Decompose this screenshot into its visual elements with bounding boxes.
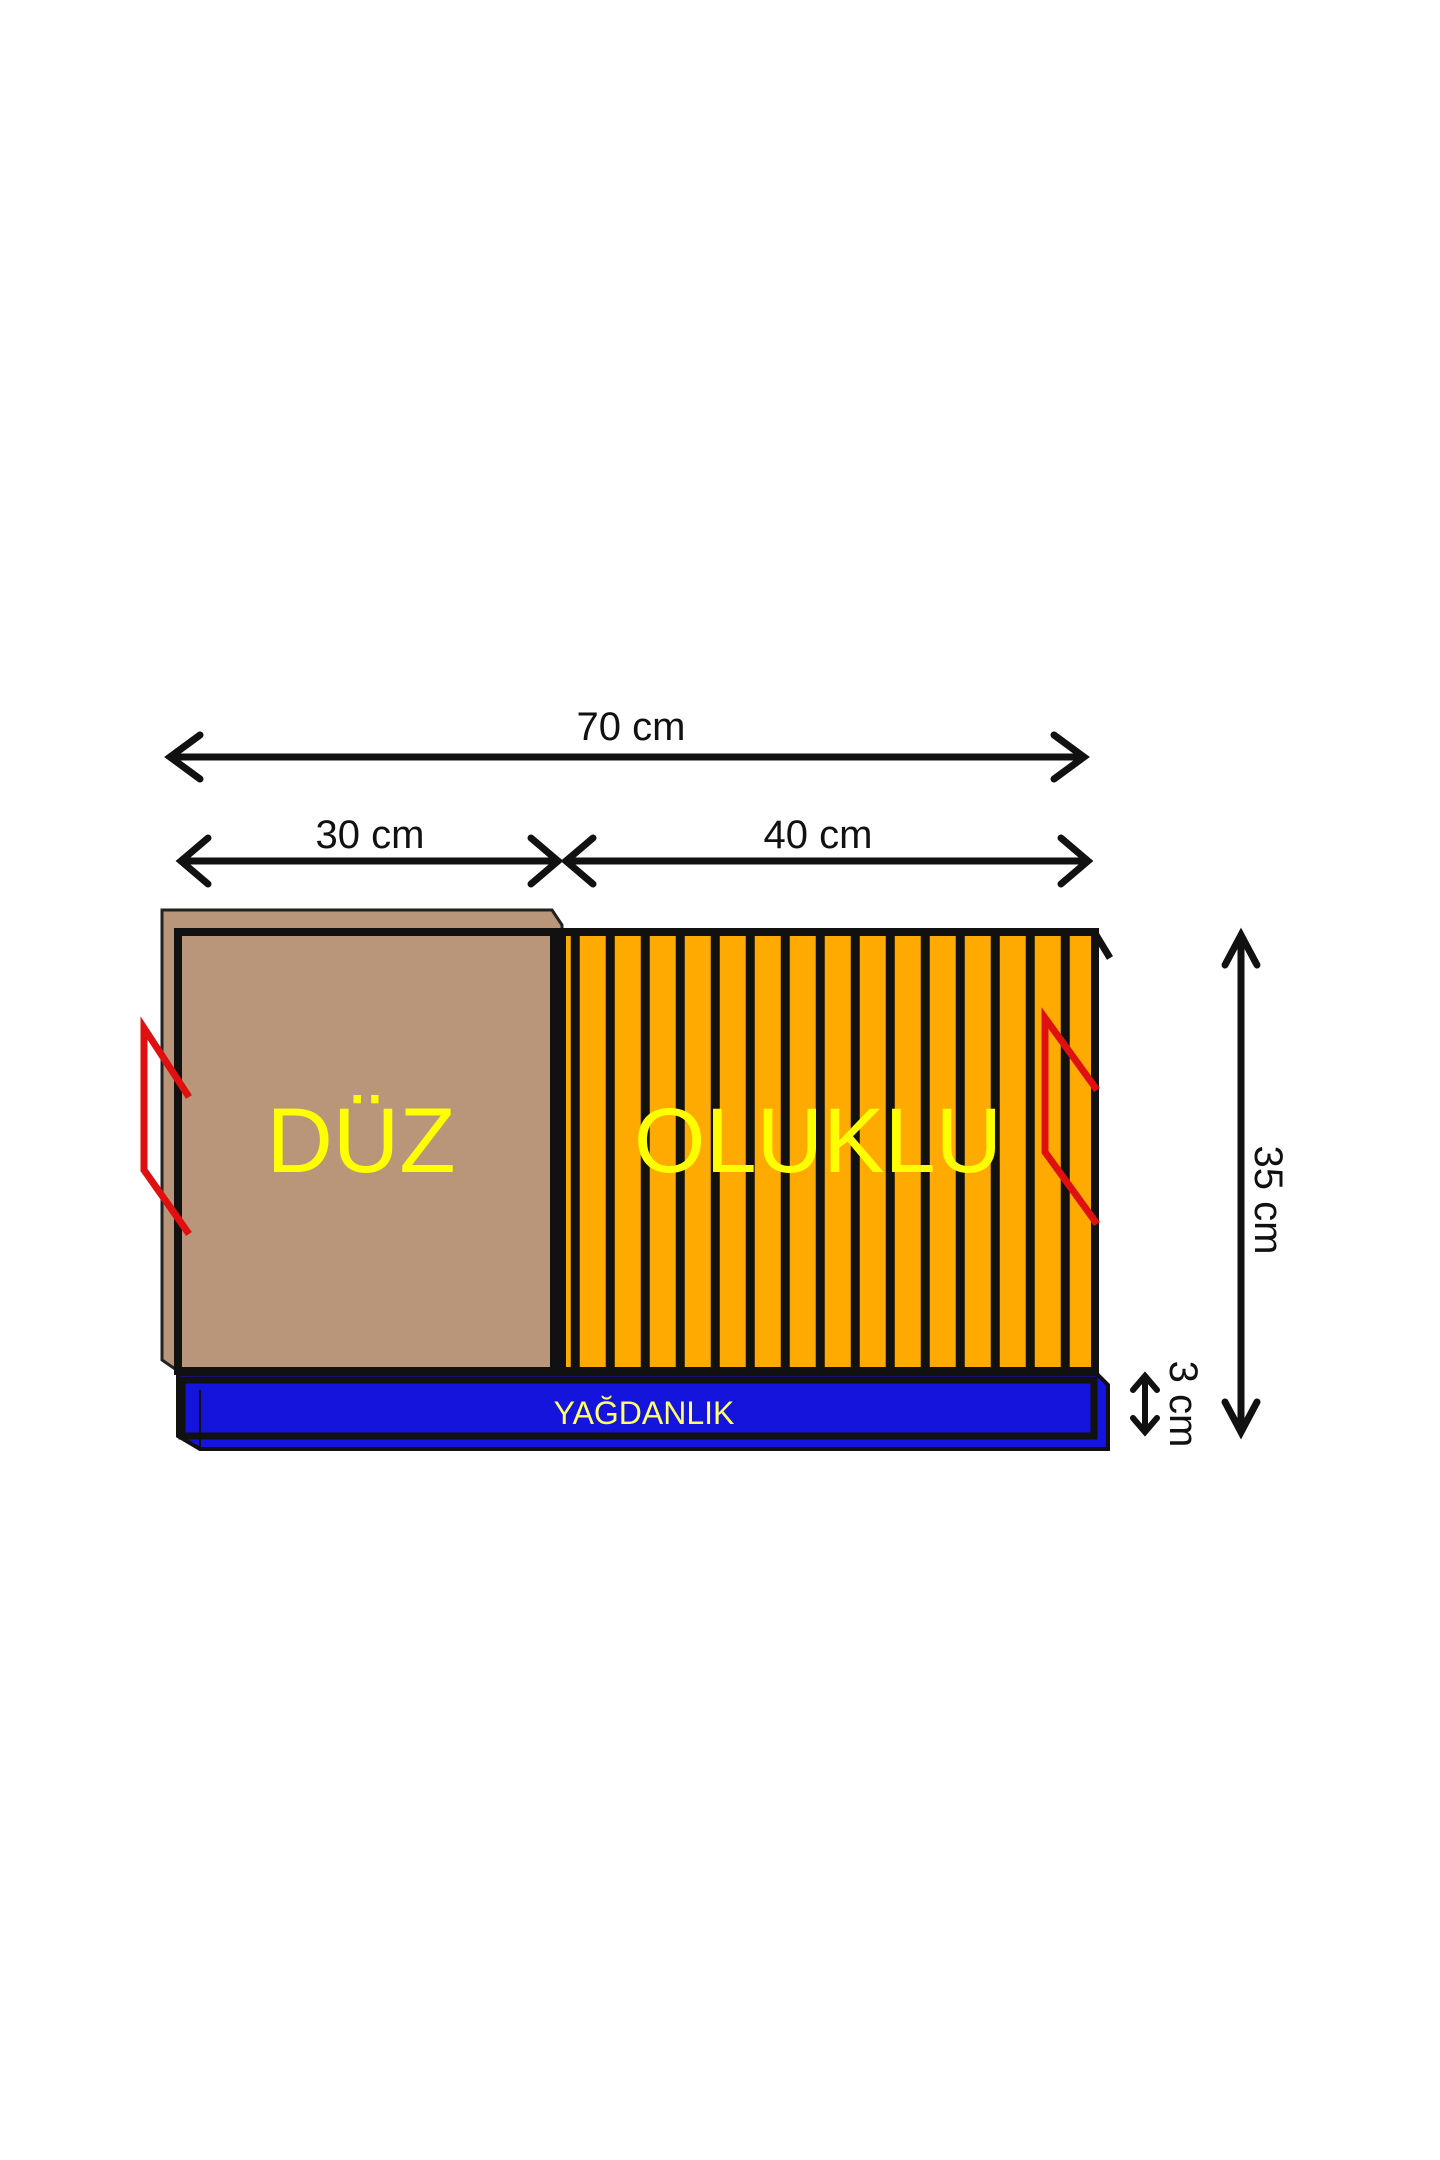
grooved-label: OLUKLU	[634, 1090, 1002, 1192]
drip-tray-height-arrow	[1130, 1371, 1160, 1437]
grooved-corner-edge	[1090, 928, 1113, 960]
drip-tray-height-label: 3 cm	[1161, 1361, 1205, 1448]
height-arrow	[1221, 927, 1261, 1440]
total-width-arrow	[164, 731, 1090, 783]
drip-tray-label: YAĞDANLIK	[554, 1395, 735, 1431]
drip-tray	[176, 1372, 1110, 1451]
flat-label: DÜZ	[266, 1090, 455, 1192]
grooved-section	[558, 928, 1099, 1375]
grooved-width-arrow	[560, 834, 1094, 888]
right-handle	[1041, 1007, 1100, 1227]
height-label: 35 cm	[1246, 1146, 1290, 1255]
flat-width-arrow	[175, 834, 564, 888]
grooved-width-label: 40 cm	[764, 813, 873, 857]
flat-width-label: 30 cm	[316, 813, 425, 857]
left-handle	[140, 1016, 192, 1237]
total-width-label: 70 cm	[577, 705, 686, 749]
